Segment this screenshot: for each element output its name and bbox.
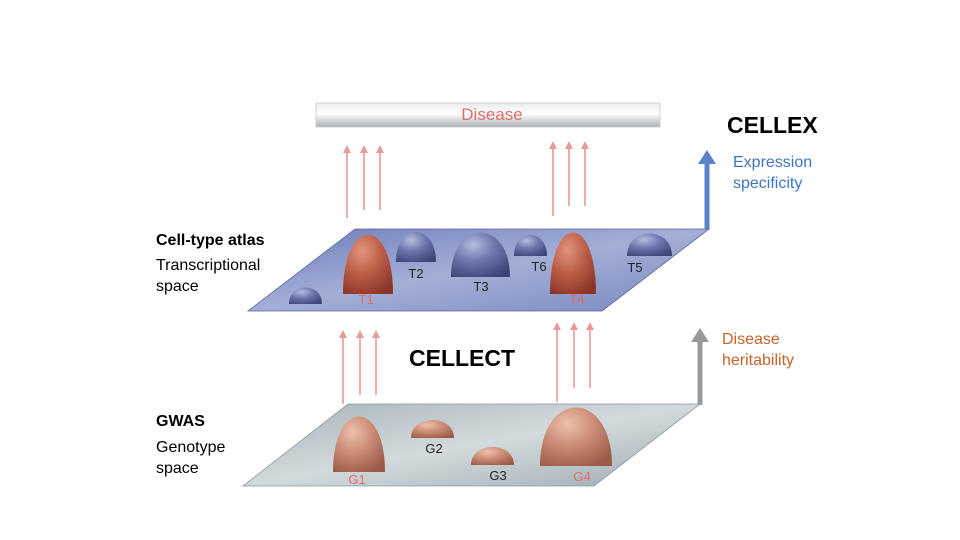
gwas-mound-G3: [471, 447, 514, 465]
atlas-label-T1: T1: [358, 292, 373, 307]
gwas-label-G4: G4: [573, 469, 590, 484]
expression-specificity-label-line2: specificity: [733, 175, 802, 192]
atlas-label-T3: T3: [473, 279, 488, 294]
atlas-heading: Cell-type atlas: [156, 232, 265, 249]
gwas-heading: GWAS: [156, 413, 205, 430]
cellect-title: CELLECT: [409, 345, 515, 371]
gwas-subtitle-line2: space: [156, 460, 199, 477]
signal-arrow: [586, 322, 594, 388]
atlas-mound-small: [289, 287, 322, 304]
gwas-label-G2: G2: [425, 441, 442, 456]
gwas-mound-G1: [333, 416, 385, 472]
signal-arrow: [565, 141, 573, 206]
atlas-mound-T6: [514, 235, 547, 256]
atlas-mound-T3: [451, 232, 510, 277]
signal-arrow: [339, 330, 347, 404]
atlas-label-T5: T5: [627, 260, 642, 275]
expression-specificity-label-line1: Expression: [733, 154, 812, 171]
expression-specificity-arrow: [698, 150, 716, 229]
gwas-mound-G2: [411, 420, 454, 438]
atlas-mound-T2: [396, 232, 436, 262]
disease-heritability-label-line2: heritability: [722, 352, 794, 369]
disease-label: Disease: [461, 105, 522, 124]
cellex-title: CELLEX: [727, 112, 818, 138]
atlas-subtitle-line1: Transcriptional: [156, 257, 260, 274]
atlas-mounds: [289, 232, 672, 304]
gwas-plane: [241, 403, 702, 487]
atlas-mound-T5: [627, 233, 672, 256]
signal-arrow: [372, 330, 380, 395]
atlas-label-T4: T4: [569, 292, 584, 307]
atlas-mound-T4: [550, 232, 596, 294]
signal-arrow: [360, 145, 368, 210]
signal-arrow: [570, 322, 578, 388]
signal-arrow: [581, 141, 589, 206]
atlas-mound-T1: [343, 234, 393, 294]
signal-arrow: [553, 322, 561, 402]
signal-arrow: [356, 330, 364, 395]
atlas-label-T6: T6: [531, 259, 546, 274]
disease-heritability-arrow: [691, 328, 709, 405]
signal-arrows-atlas-to-disease-left: [343, 145, 384, 218]
signal-arrow: [549, 141, 557, 216]
gwas-mounds: [333, 407, 612, 472]
disease-bar: Disease: [315, 102, 661, 128]
signal-arrows-atlas-to-disease-right: [549, 141, 589, 216]
disease-heritability-label-line1: Disease: [722, 331, 780, 348]
atlas-subtitle-line2: space: [156, 278, 199, 295]
atlas-label-T2: T2: [408, 266, 423, 281]
signal-arrows-gwas-to-atlas-left: [339, 330, 380, 404]
gwas-subtitle-line1: Genotype: [156, 439, 225, 456]
signal-arrow: [343, 145, 351, 218]
gwas-label-G3: G3: [489, 468, 506, 483]
signal-arrow: [376, 145, 384, 210]
signal-arrows-gwas-to-atlas-right: [553, 322, 594, 402]
gwas-mound-G4: [540, 407, 612, 466]
gwas-label-G1: G1: [348, 472, 365, 487]
